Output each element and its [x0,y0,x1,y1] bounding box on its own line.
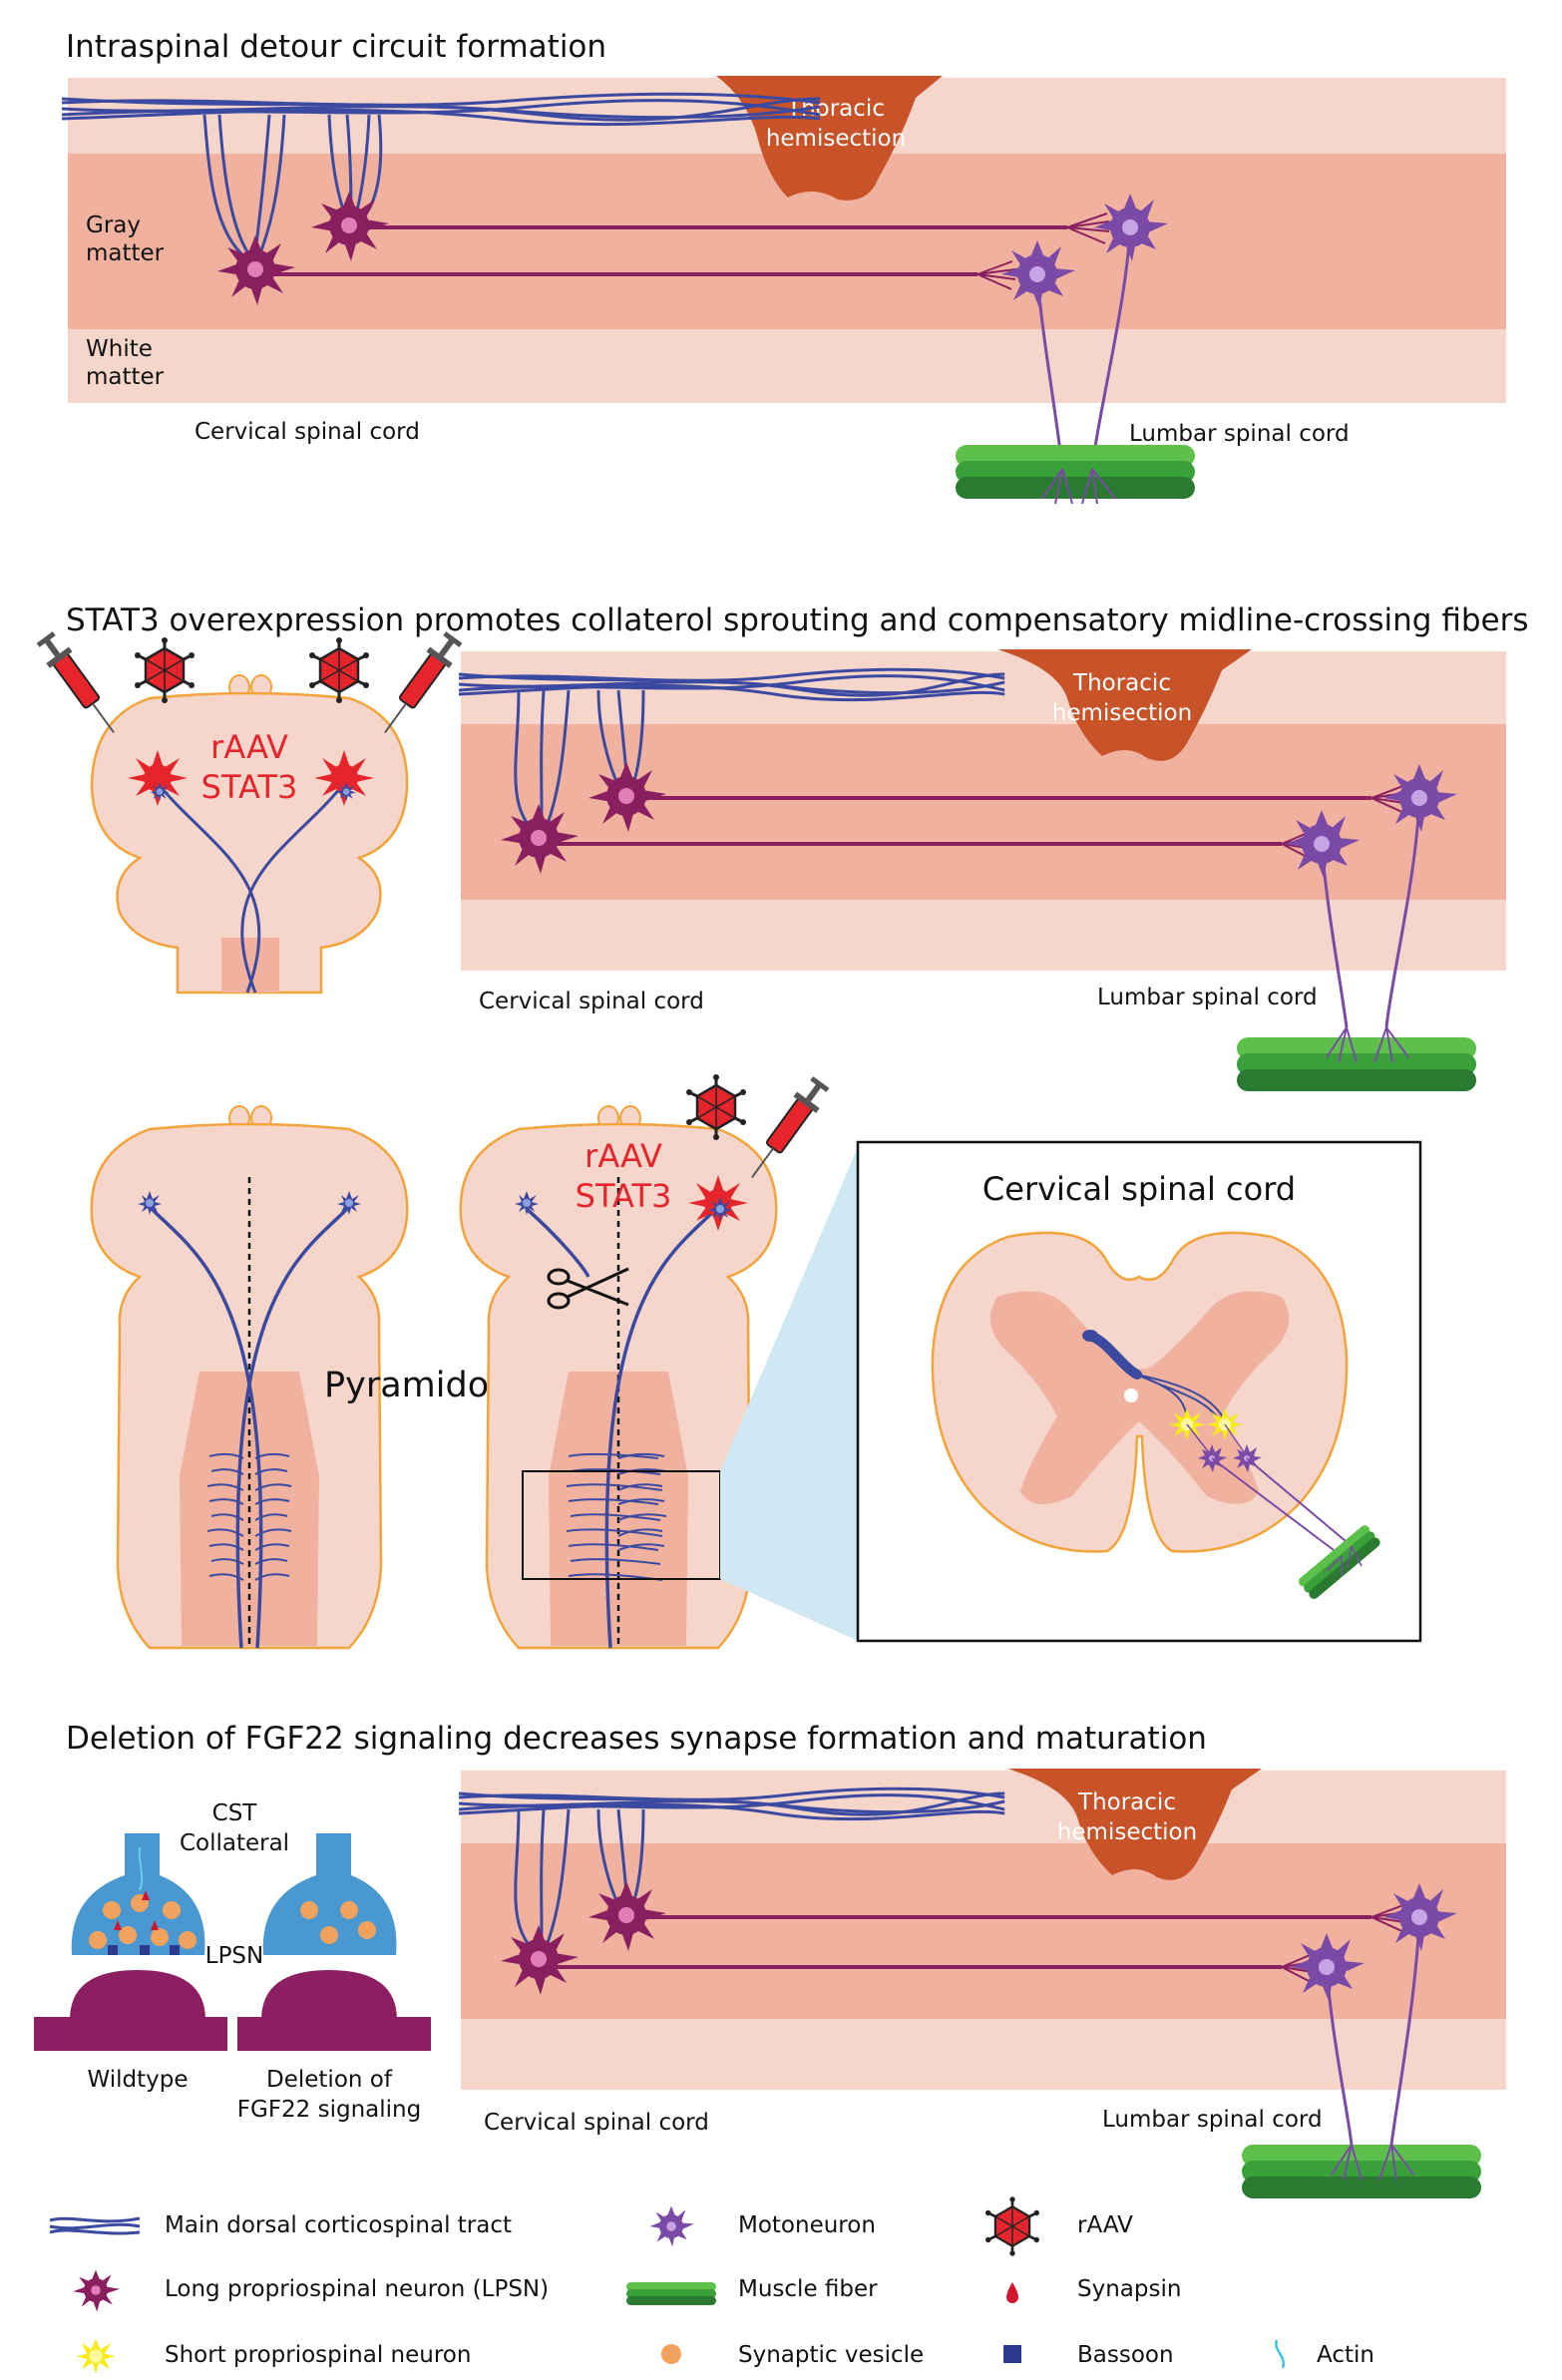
short-neuron-icon [76,2338,116,2374]
lumbar-label: Lumbar spinal cord [1097,985,1318,1010]
cervical-inset: Cervical spinal cord [856,1140,1422,1643]
virus-icon [307,635,371,705]
white-matter-label: White [86,336,153,362]
cst-label: CST [212,1800,258,1826]
synapsin-icon [1006,2282,1018,2303]
white-matter-label-2: matter [86,364,165,390]
panel2-cord: Thoracic hemisection Cervical spinal cor… [457,649,1506,1091]
virus-icon [133,635,196,705]
collateral-label: Collateral [180,1830,289,1856]
bassoon-icon [1003,2345,1021,2363]
vesicle-icon [661,2344,681,2364]
stat3-label: STAT3 [576,1177,672,1215]
legend-label: Synaptic vesicle [738,2342,924,2368]
muscle-fiber-icon [626,2282,716,2305]
brain-stat3-sprouts [566,1452,667,1581]
lumbar-label: Lumbar spinal cord [1102,2107,1323,2133]
lumbar-label: Lumbar spinal cord [1129,421,1350,447]
panel3-cord: Thoracic hemisection Cervical spinal cor… [457,1769,1506,2198]
inset-title: Cervical spinal cord [982,1170,1296,1208]
panel2-title: STAT3 overexpression promotes collaterol… [66,602,1529,638]
hemisection-label-2: hemisection [766,126,906,152]
synapse-diagram: CST Collateral LPSN Wildtype Deletion of… [34,1800,431,2123]
hemisection-label-2: hemisection [1057,1819,1197,1845]
motoneuron-icon [649,2205,694,2247]
scissors-icon [547,1267,629,1310]
legend-label: Short propriospinal neuron [165,2342,471,2368]
brain-control-sprouts [206,1452,292,1581]
actin-icon [1275,2339,1285,2369]
legend-label: Synapsin [1077,2276,1181,2302]
panel1-title: Intraspinal detour circuit formation [66,29,606,65]
muscle-fiber [1237,1037,1476,1091]
legend-label: Main dorsal corticospinal tract [165,2212,512,2238]
gray-matter-label-2: matter [86,240,165,266]
legend: Main dorsal corticospinal tract Long pro… [49,2194,1374,2374]
hemisection-label-2: hemisection [1052,700,1192,726]
legend-label: Muscle fiber [738,2276,878,2302]
zoom-wedge [720,1147,858,1641]
lpsn-label: LPSN [205,1943,264,1969]
raav-label: rAAV [210,728,288,766]
muscle-fiber [1242,2145,1481,2198]
legend-label: Bassoon [1077,2342,1174,2368]
deletion-label-2: FGF22 signaling [237,2097,421,2123]
panel3-title: Deletion of FGF22 signaling decreases sy… [66,1721,1207,1757]
cervical-label: Cervical spinal cord [195,419,420,445]
brain-stat3: rAAV STAT3 [32,627,467,994]
legend-label: Actin [1317,2342,1374,2368]
hemisection-label-1: Thoracic [1077,1789,1176,1815]
lpsn-icon [73,2269,120,2312]
brain-pyramidotomy-stat3: rAAV STAT3 [459,1072,834,1650]
deletion-label-1: Deletion of [266,2067,393,2093]
gray-matter-label: Gray [86,212,141,238]
brain-control [90,1105,409,1650]
legend-label: Long propriospinal neuron (LPSN) [165,2276,549,2302]
cervical-label: Cervical spinal cord [484,2110,709,2136]
virus-icon [983,2194,1041,2258]
legend-label: Motoneuron [738,2212,876,2238]
panel1-cord: Thoracic hemisection Gray matter White m… [60,76,1506,505]
legend-label: rAAV [1077,2212,1133,2238]
cervical-label: Cervical spinal cord [479,989,704,1014]
muscle-fiber [956,445,1195,499]
raav-label: rAAV [585,1137,662,1175]
hemisection-label-1: Thoracic [1072,670,1171,696]
wildtype-label: Wildtype [88,2067,189,2093]
stat3-label: STAT3 [201,768,298,806]
tract-icon [49,2216,141,2235]
